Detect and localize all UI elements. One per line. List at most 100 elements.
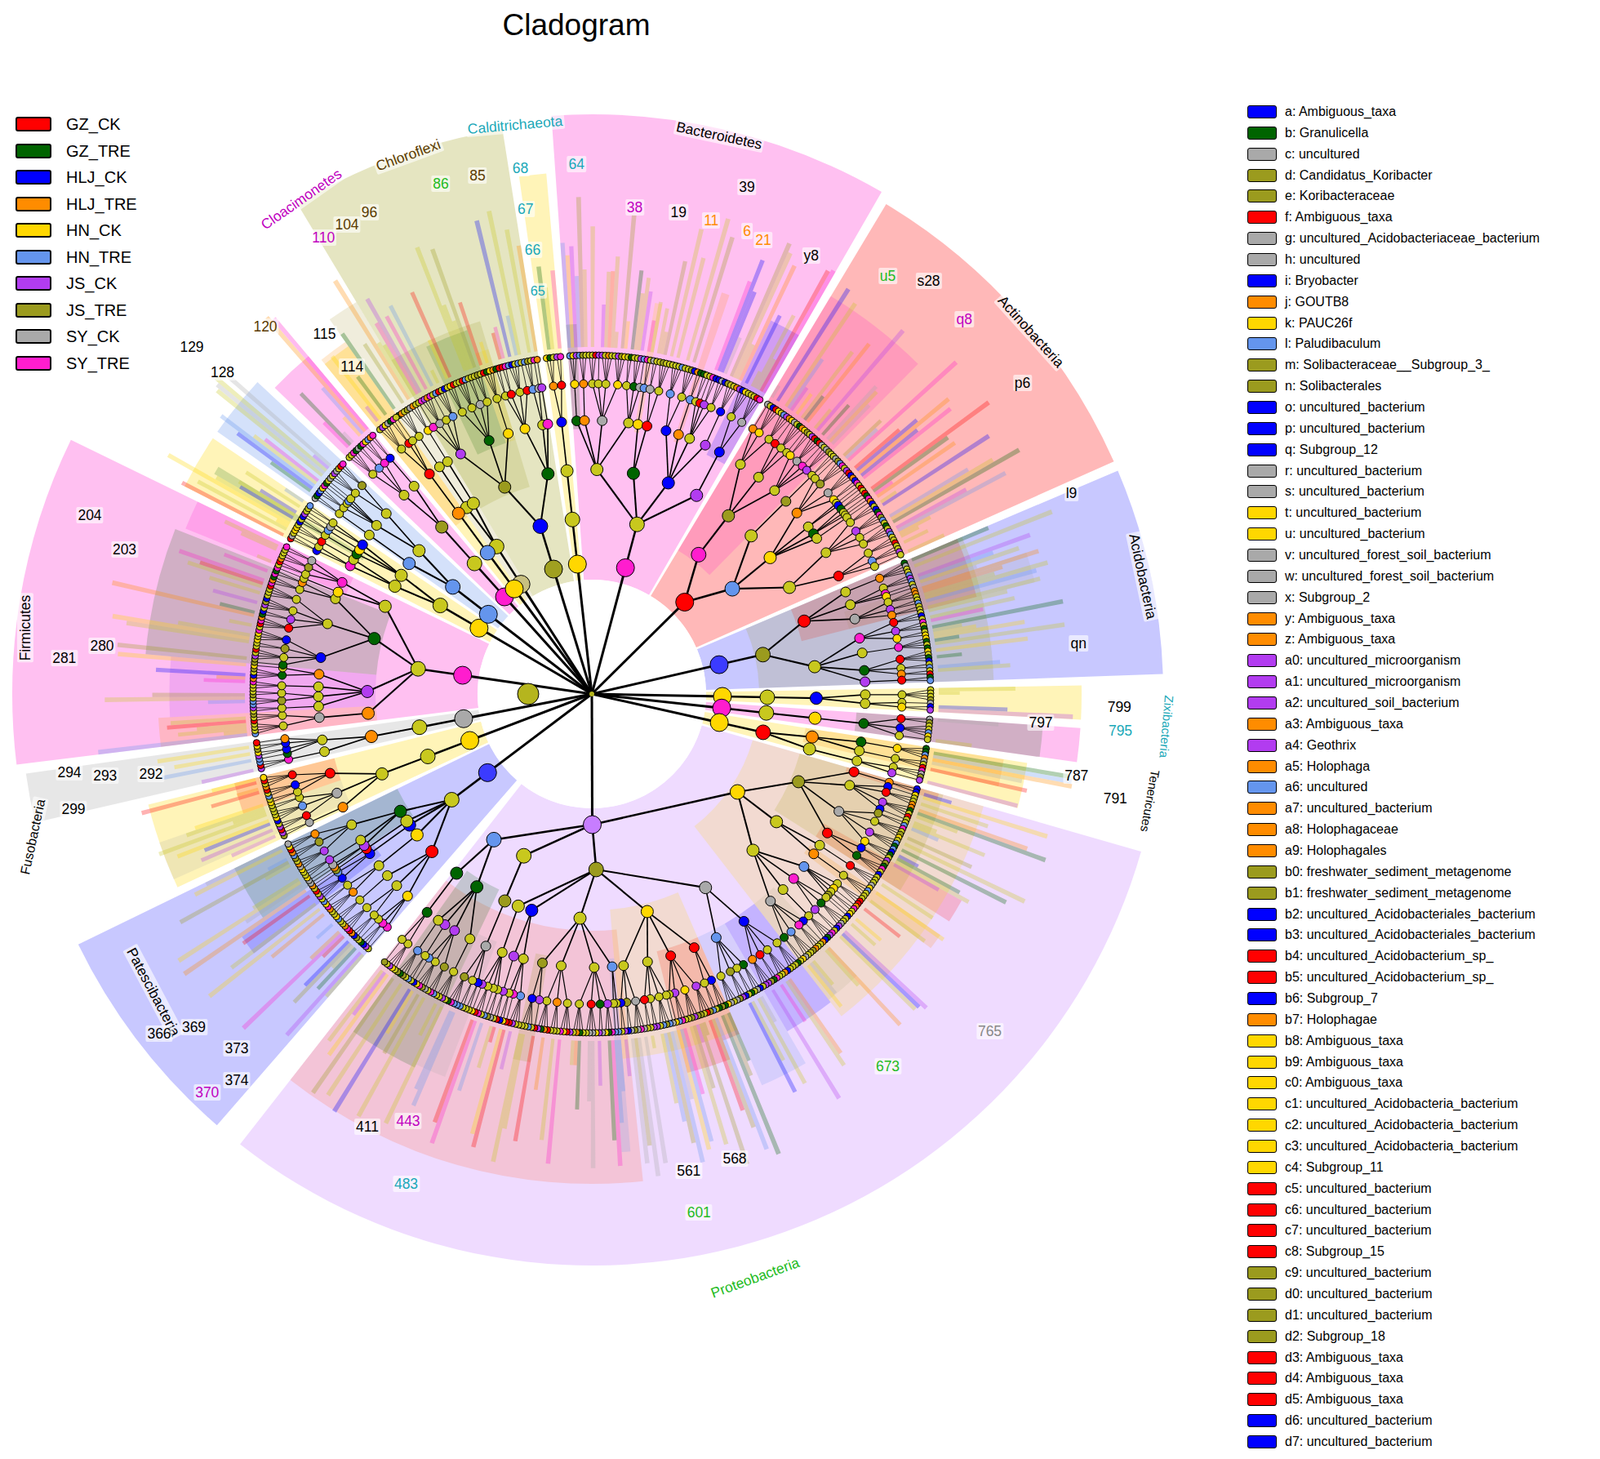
label-strip [155, 667, 246, 677]
tree-branch [386, 896, 408, 928]
label-strip [208, 699, 245, 704]
tree-branch [296, 599, 328, 624]
taxon-node [537, 383, 547, 392]
tree-branch [728, 490, 775, 516]
tree-branch [287, 739, 323, 754]
label-strip [685, 217, 731, 361]
taxon-node [549, 382, 558, 391]
phylum-wedge [706, 685, 1082, 720]
tree-branch [849, 785, 883, 803]
taxon-node [845, 600, 856, 610]
taxon-node [594, 379, 603, 388]
taxon-node [448, 412, 458, 421]
tree-branch [299, 589, 336, 599]
tree-branch [288, 623, 329, 628]
taxon-node [544, 560, 563, 578]
taxon-node [808, 711, 822, 725]
tree-branch [689, 407, 712, 439]
label-strip [315, 923, 334, 940]
taxon-node [798, 614, 811, 627]
label-strip [533, 1036, 545, 1090]
taxon-node [759, 705, 774, 720]
tree-branch [540, 473, 548, 526]
tree-branch [485, 900, 505, 946]
label-strip [430, 369, 440, 384]
tree-branch [351, 811, 401, 825]
label-strip [660, 1033, 679, 1104]
taxon-node [579, 415, 590, 426]
tree-branch [360, 875, 388, 900]
taxon-node [893, 744, 902, 753]
taxon-node [897, 675, 907, 685]
taxon-node [896, 655, 905, 664]
tree-branch [696, 452, 720, 496]
tree-branch [488, 613, 592, 694]
tree-branch [798, 781, 827, 833]
label-strip [256, 554, 272, 564]
tree-branch [638, 387, 645, 424]
tree-branch [633, 426, 648, 474]
label-strip [194, 803, 264, 830]
taxon-node [808, 660, 821, 673]
label-strip [252, 877, 300, 910]
taxon-node [927, 677, 934, 685]
tree-branch [579, 967, 595, 1005]
taxon-node [781, 496, 792, 507]
tree-branch [315, 824, 352, 834]
tree-branch [595, 869, 648, 912]
tree-branch [743, 920, 760, 955]
taxon-node [483, 397, 492, 406]
taxon-node [852, 755, 863, 766]
tree-branch [798, 781, 850, 785]
taxon-node [745, 529, 758, 543]
label-strip [384, 315, 427, 390]
taxon-node [700, 440, 711, 450]
label-strip [104, 696, 245, 703]
clade-highlight [213, 466, 365, 561]
label-strip [215, 382, 325, 475]
label-strip [933, 754, 1073, 784]
tree-branch [594, 967, 608, 1005]
tree-branch [849, 785, 880, 809]
tree-branch [769, 526, 809, 558]
tree-branch [809, 748, 858, 761]
label-strip [929, 767, 1027, 793]
taxon-node [622, 381, 631, 390]
taxon-node [812, 533, 823, 543]
label-strip [610, 256, 620, 348]
tree-branch [333, 522, 363, 545]
tree-branch [705, 411, 721, 445]
tree-branch [446, 419, 462, 454]
tree-branch [838, 566, 875, 577]
label-strip [893, 862, 940, 892]
tree-branch [425, 924, 445, 956]
label-strip [479, 341, 489, 364]
tree-branch [429, 473, 459, 513]
label-strip [872, 435, 950, 493]
tree-branch [329, 840, 361, 860]
taxon-node [467, 404, 476, 413]
tree-branch [596, 422, 629, 470]
label-strip [623, 320, 631, 349]
label-strip [157, 745, 250, 764]
tree-branch [362, 544, 401, 575]
tree-branch [453, 416, 461, 454]
tree-branch [636, 495, 697, 525]
label-strip [751, 1000, 786, 1062]
taxon-node [533, 355, 541, 363]
taxon-node [661, 426, 672, 436]
label-strip [670, 228, 704, 357]
label-strip [182, 888, 307, 976]
tree-branch [812, 737, 860, 752]
tree-branch [758, 443, 775, 477]
tree-branch [826, 537, 860, 553]
label-strip [201, 768, 254, 785]
tree-branch [804, 591, 846, 622]
tree-branch [542, 918, 580, 964]
tree-branch [857, 760, 893, 774]
tree-branch [769, 537, 817, 557]
tree-branch [804, 604, 851, 622]
label-strip [756, 997, 807, 1085]
tree-branch [626, 385, 628, 423]
tree-branch [865, 702, 903, 703]
